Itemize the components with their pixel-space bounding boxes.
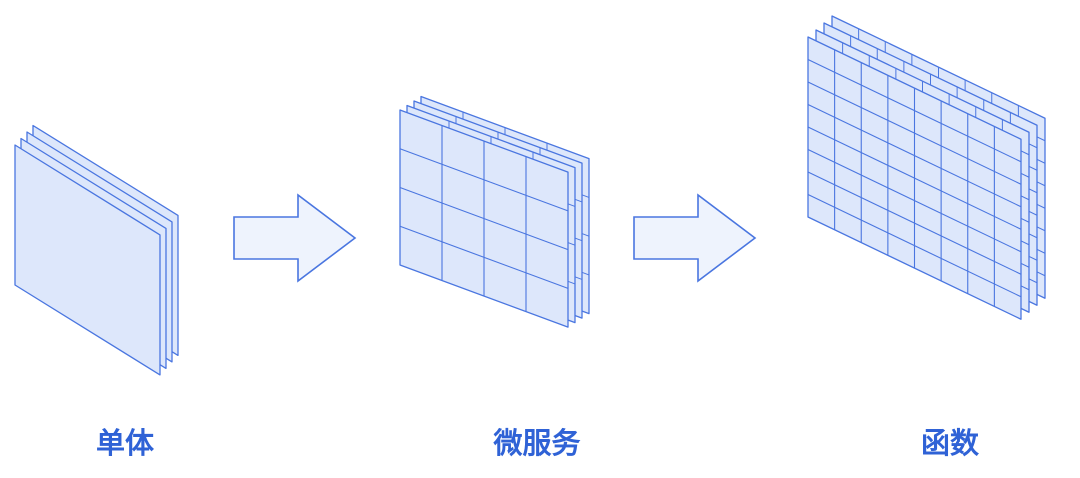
right-arrow-icon [633,193,757,283]
stack-monolith [14,124,179,376]
stage-label-microservices: 微服务 [492,426,580,460]
grid-line [807,104,1022,208]
grid-line [807,194,1022,298]
grid-line [807,149,1022,253]
grid-line [399,225,569,289]
grid-line [399,186,569,251]
stack-layer [399,109,569,328]
stack-layer [14,144,161,376]
right-arrow-icon [233,193,357,283]
grid-line [399,148,569,212]
layer-face [14,144,161,376]
grid-line [807,59,1022,163]
grid-line [807,126,1022,230]
grid-line [807,81,1022,185]
stage-label-functions: 函数 [921,426,980,460]
stack-functions [807,15,1046,320]
grid-line [807,171,1022,275]
stage-label-monolith: 单体 [96,426,155,460]
stack-microservices [399,95,590,328]
stack-layer [807,36,1022,320]
